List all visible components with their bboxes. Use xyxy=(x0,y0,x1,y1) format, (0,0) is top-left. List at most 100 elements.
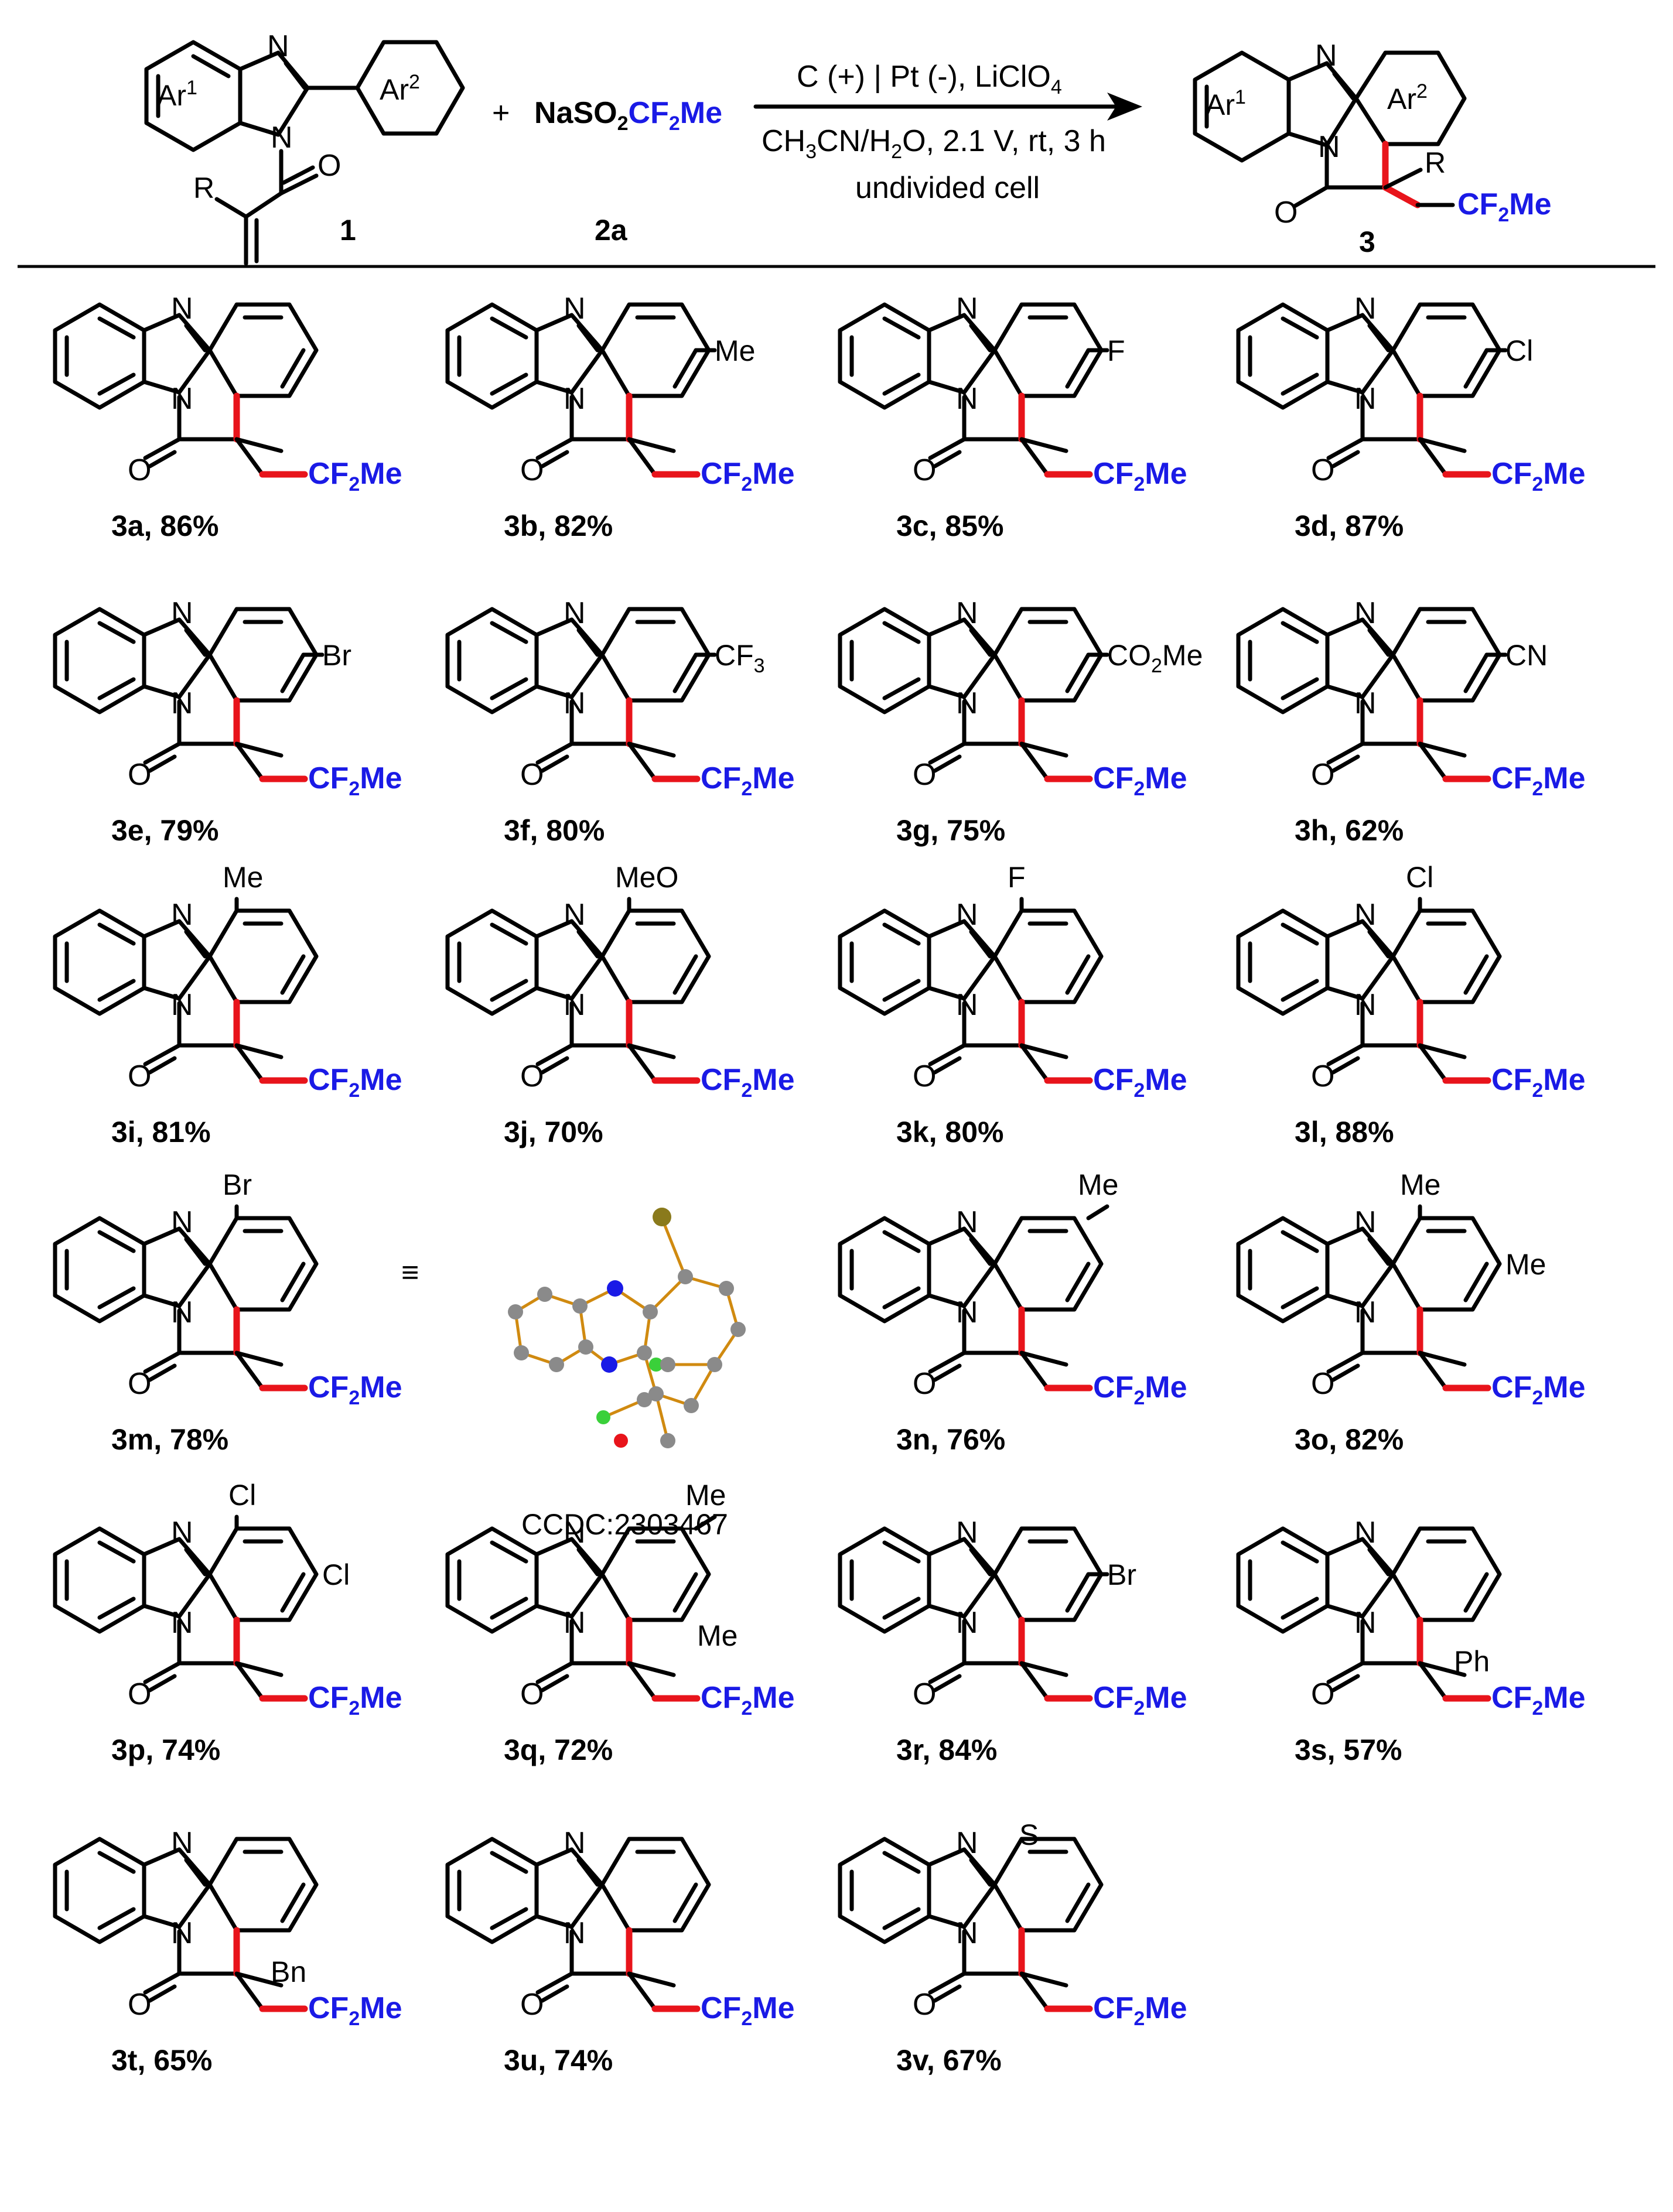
cf2me-group: CF2Me xyxy=(1093,1063,1187,1102)
n-atom: N xyxy=(171,382,193,416)
n-atom: N xyxy=(564,1606,586,1640)
cf2me-group: CF2Me xyxy=(1491,1681,1586,1719)
n-atom: N xyxy=(956,1606,978,1640)
n-atom: N xyxy=(171,988,193,1022)
n-atom: N xyxy=(1354,1516,1377,1550)
n-atom: N xyxy=(171,596,193,630)
r-group: R xyxy=(1425,146,1446,179)
yield-label: 3d, 87% xyxy=(1295,510,1404,542)
substituent-label: Cl xyxy=(1505,334,1533,367)
n-atom: N xyxy=(1315,39,1337,73)
n-atom: N xyxy=(271,121,293,155)
substituent-label: Cl xyxy=(322,1558,350,1591)
n-atom: N xyxy=(171,686,193,720)
n-atom: N xyxy=(171,1826,193,1860)
o-atom: O xyxy=(520,453,544,487)
yield-label: 3j, 70% xyxy=(504,1116,603,1148)
n-atom: N xyxy=(956,1295,978,1329)
yield-label: 3a, 86% xyxy=(111,510,218,542)
cf2me-group: CF2Me xyxy=(701,761,795,800)
n-atom: N xyxy=(1354,292,1377,326)
substituent-label: Me xyxy=(1078,1168,1118,1201)
substituent-label: Me xyxy=(685,1479,726,1512)
cf2me-group: CF2Me xyxy=(701,1681,795,1719)
o-atom: O xyxy=(128,1059,151,1093)
n-atom: N xyxy=(1354,988,1377,1022)
n-atom: N xyxy=(564,898,586,932)
n-atom: N xyxy=(267,29,289,63)
substituent-label: F xyxy=(1107,334,1125,367)
substituent-label: Me xyxy=(1505,1248,1546,1281)
cf2me-group: CF2Me xyxy=(308,1370,402,1409)
ar2-label: Ar2 xyxy=(1387,80,1428,115)
cf2me-group: CF2Me xyxy=(308,1991,402,2030)
yield-label: 3e, 79% xyxy=(111,814,218,847)
equivalence-sign: ≡ xyxy=(401,1256,419,1290)
o-atom: O xyxy=(520,1059,544,1093)
cf2me-group: CF2Me xyxy=(701,1063,795,1102)
substituent-label: CF3 xyxy=(715,639,765,677)
n-atom: N xyxy=(1354,1606,1377,1640)
yield-label: 3r, 84% xyxy=(896,1734,997,1766)
cf2me-group: CF2Me xyxy=(1457,187,1552,226)
substituent-label: CN xyxy=(1505,639,1548,672)
yield-label: 3c, 85% xyxy=(896,510,1003,542)
cf2me-group: CF2Me xyxy=(308,1681,402,1719)
substituent-label: MeO xyxy=(615,861,678,894)
n-atom: N xyxy=(956,292,978,326)
r-group: Ph xyxy=(1454,1645,1490,1678)
n-atom: N xyxy=(171,1295,193,1329)
yield-label: 3b, 82% xyxy=(504,510,613,542)
n-atom: N xyxy=(564,686,586,720)
ccdc-number: CCDC:2303467 xyxy=(521,1508,728,1541)
n-atom: N xyxy=(171,292,193,326)
n-atom: N xyxy=(956,686,978,720)
n-atom: N xyxy=(956,596,978,630)
n-atom: N xyxy=(1354,596,1377,630)
cf2me-group: CF2Me xyxy=(1491,761,1586,800)
yield-label: 3k, 80% xyxy=(896,1116,1003,1148)
product-3: N N O R Ar1 Ar2 CF2Me xyxy=(1193,39,1552,230)
substituent-label: Cl xyxy=(1406,861,1433,894)
n-atom: N xyxy=(956,1826,978,1860)
yield-label: 3u, 74% xyxy=(504,2044,613,2077)
n-atom: N xyxy=(956,382,978,416)
o-atom: O xyxy=(520,1988,544,2022)
yield-label: 3n, 76% xyxy=(896,1423,1005,1456)
n-atom: N xyxy=(564,292,586,326)
n-atom: N xyxy=(956,1516,978,1550)
o-atom: O xyxy=(1311,1059,1334,1093)
cf2me-group: CF2Me xyxy=(308,761,402,800)
crystal-structure xyxy=(508,1208,746,1448)
substituent-label: CO2Me xyxy=(1107,639,1203,677)
ar1-label: Ar1 xyxy=(1206,86,1246,121)
substituent-label: Br xyxy=(1107,1558,1136,1591)
o-atom: O xyxy=(128,1988,151,2022)
yield-label: 3s, 57% xyxy=(1295,1734,1402,1766)
cf2me-group: CF2Me xyxy=(1093,457,1187,495)
compound-label: 2a xyxy=(595,214,628,247)
compound-label: 3 xyxy=(1359,225,1375,258)
cf2me-group: CF2Me xyxy=(308,457,402,495)
n-atom: N xyxy=(564,1916,586,1950)
n-atom: N xyxy=(171,898,193,932)
n-atom: N xyxy=(564,596,586,630)
o-atom: O xyxy=(520,1677,544,1711)
o-atom: O xyxy=(1311,453,1334,487)
n-atom: N xyxy=(956,988,978,1022)
o-atom: O xyxy=(1311,1677,1334,1711)
n-atom: N xyxy=(171,1516,193,1550)
